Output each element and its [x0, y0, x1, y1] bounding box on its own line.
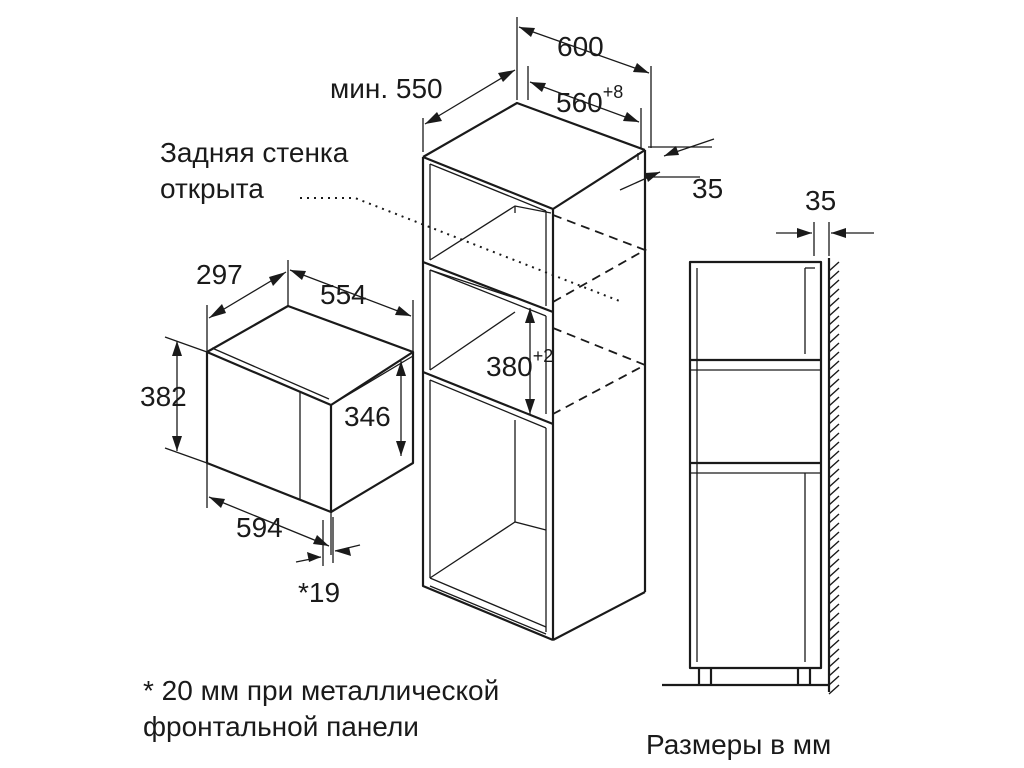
hatch-line [828, 675, 840, 686]
hatch-line [828, 306, 840, 317]
hatch-line [828, 513, 840, 524]
hatch-line [828, 396, 840, 407]
dimension-594: 594 [206, 463, 332, 555]
hatch-line [828, 522, 840, 533]
dimension-380: 380+2 [486, 308, 553, 414]
hatch-line [828, 270, 840, 281]
hatch-line [828, 531, 840, 542]
hatch-line [828, 261, 840, 272]
dim-346-label: 346 [344, 401, 391, 432]
units-note: Размеры в мм [646, 729, 831, 760]
dim-554-label: 554 [320, 279, 367, 310]
dim-594-label: 594 [236, 512, 283, 543]
hatch-line [828, 630, 840, 641]
hatch-line [828, 648, 840, 659]
hatch-line [828, 450, 840, 461]
hatch-line [828, 468, 840, 479]
hatch-line [828, 387, 840, 398]
dim-550-label: мин. 550 [330, 73, 443, 104]
dimension-382: 382 [140, 336, 208, 464]
hatch-line [828, 279, 840, 290]
dimension-550: мин. 550 [330, 69, 516, 152]
hatch-line [828, 441, 840, 452]
hatch-line [828, 360, 840, 371]
hatch-line [828, 657, 840, 668]
hatch-line [828, 540, 840, 551]
dimension-19: *19 [295, 517, 361, 608]
dimension-560: 560+8 [527, 66, 642, 148]
cabinet-drawing [421, 101, 648, 642]
hatch-line [828, 585, 840, 596]
hatch-line [828, 351, 840, 362]
dim-19-label: *19 [298, 577, 340, 608]
hatch-line [828, 378, 840, 389]
hatch-line [828, 639, 840, 650]
dim-297-label: 297 [196, 259, 243, 290]
hatch-line [828, 486, 840, 497]
hatch-line [828, 504, 840, 515]
hatch-line [828, 288, 840, 299]
rear-wall-label-line1: Задняя стенка [160, 137, 349, 168]
hatch-line [828, 423, 840, 434]
hatch-line [828, 495, 840, 506]
dimension-600: 600 [516, 17, 652, 148]
hatch-line [828, 603, 840, 614]
hatch-line [828, 558, 840, 569]
dimension-35-side: 35 [776, 185, 874, 256]
hatch-line [828, 684, 840, 695]
dim-382-label: 382 [140, 381, 187, 412]
hatch-line [828, 621, 840, 632]
hatch-line [828, 333, 840, 344]
hatch-line [828, 297, 840, 308]
hatch-line [828, 594, 840, 605]
dim-380-label: 380+2 [486, 346, 553, 382]
dim-380-value: 380 [486, 351, 533, 382]
dim-560-value: 560 [556, 87, 603, 118]
dim-35-cabinet-label: 35 [692, 173, 723, 204]
rear-wall-label-line2: открыта [160, 173, 264, 204]
hatch-line [828, 567, 840, 578]
hatch-line [828, 405, 840, 416]
hatch-line [828, 315, 840, 326]
hatch-line [828, 432, 840, 443]
rear-wall-leader [300, 197, 623, 303]
dimension-297: 297 [196, 259, 289, 352]
hatch-line [828, 477, 840, 488]
dim-560-label: 560+8 [556, 82, 623, 118]
footnote-line1: * 20 мм при металлической [143, 675, 499, 706]
dim-35-side-label: 35 [805, 185, 836, 216]
hatch-line [828, 369, 840, 380]
dim-380-tolerance: +2 [533, 346, 554, 366]
dimension-35-cabinet: 35 [619, 138, 723, 204]
hatch-line [828, 459, 840, 470]
side-view-drawing [662, 258, 840, 695]
hatch-line [828, 324, 840, 335]
hatch-line [828, 342, 840, 353]
dim-600-label: 600 [557, 31, 604, 62]
footnote-line2: фронтальной панели [143, 711, 419, 742]
hatch-line [828, 576, 840, 587]
dimension-554: 554 [289, 269, 414, 352]
wall-hatching [828, 261, 840, 695]
hatch-line [828, 549, 840, 560]
dimension-346: 346 [344, 361, 406, 456]
hatch-line [828, 414, 840, 425]
dim-560-tolerance: +8 [603, 82, 624, 102]
hatch-line [828, 666, 840, 677]
hatch-line [828, 612, 840, 623]
